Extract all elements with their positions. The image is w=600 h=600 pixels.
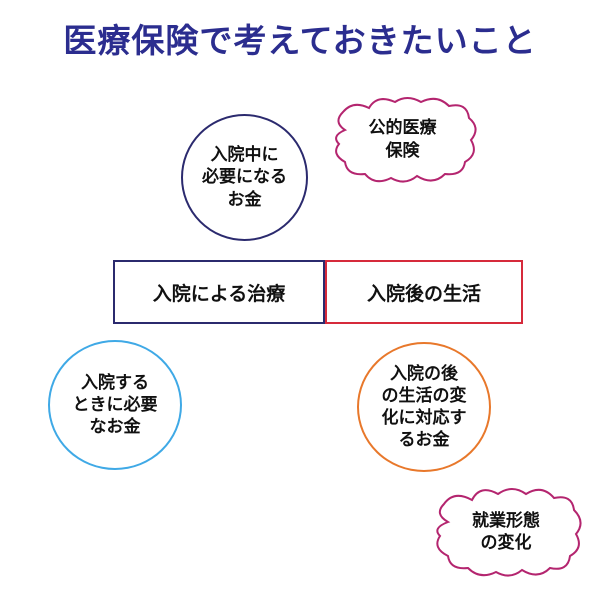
employment-change-label: 就業形態 の変化 — [472, 510, 540, 553]
public-insurance-label: 公的医療 保険 — [368, 118, 437, 161]
life-after-label: 入院後の生活 — [366, 282, 481, 305]
employment-change-text-wrap: 就業形態 の変化 — [426, 482, 586, 582]
cloud-shape-icon — [335, 97, 477, 183]
money-for-life-changes-circle: 入院の後 の生活の変 化に対応す るお金 — [357, 342, 491, 472]
hospital-costs-circle: 入院中に 必要になる お金 — [181, 114, 308, 241]
money-when-hospitalized-circle: 入院する ときに必要 なお金 — [48, 340, 182, 470]
hospital-costs-label: 入院中に 必要になる お金 — [202, 145, 287, 210]
treatment-box: 入院による治療 — [113, 260, 325, 324]
page-title: 医療保険で考えておきたいこと — [63, 21, 537, 60]
cloud-shape-icon — [436, 488, 582, 577]
employment-change-cloud: 就業形態 の変化 — [426, 482, 586, 582]
public-insurance-text-wrap: 公的医療 保険 — [325, 92, 480, 187]
life-after-box: 入院後の生活 — [325, 260, 523, 324]
public-insurance-cloud: 公的医療 保険 — [325, 92, 480, 187]
treatment-label: 入院による治療 — [152, 282, 286, 305]
money-when-hospitalized-label: 入院する ときに必要 なお金 — [72, 372, 158, 438]
money-for-life-changes-label: 入院の後 の生活の変 化に対応す るお金 — [381, 363, 467, 451]
